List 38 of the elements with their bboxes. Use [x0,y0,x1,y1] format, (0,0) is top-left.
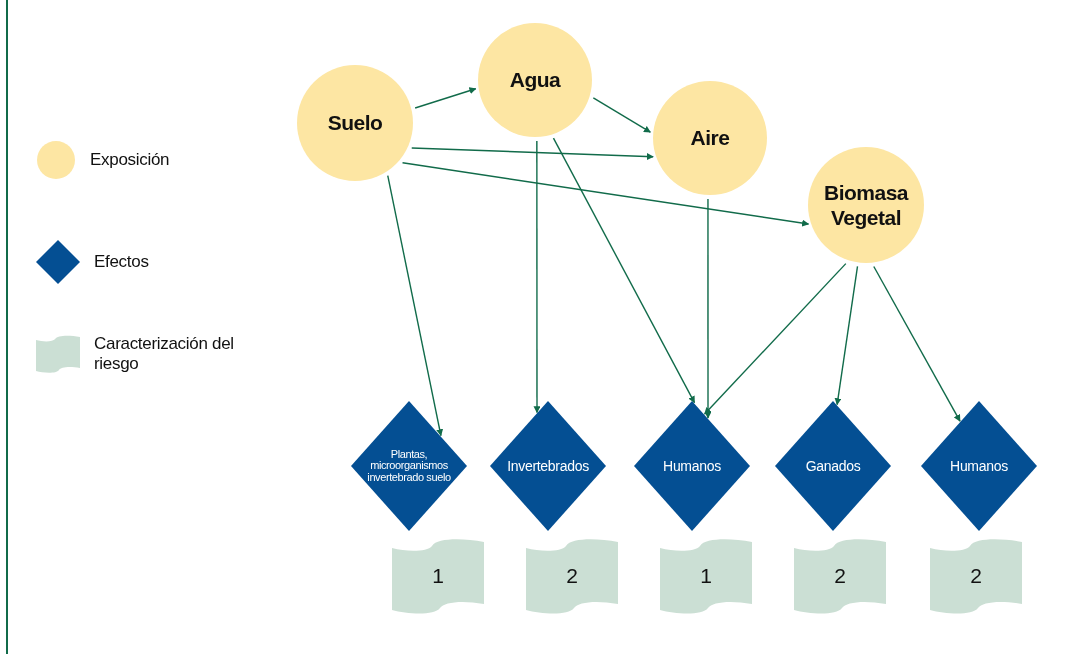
node-label: Humanos [949,457,1009,475]
arrow [414,87,477,109]
risk-number: 2 [566,564,578,588]
node-label: Suelo [326,110,384,136]
arrow [704,198,712,419]
risk-flag [526,538,618,614]
node-label: Plantas, microorganismos invertebrado suelo [366,448,452,484]
effect-diamond [490,401,606,531]
risk-number: 2 [834,564,846,588]
node-label: Aire [689,125,731,151]
arrow [703,262,847,415]
effect-diamond [775,401,891,531]
node-label: Biomasa Vegetal [822,179,910,231]
effect-diamond [921,401,1037,531]
risk-flag [930,538,1022,614]
node-label: Humanos [662,457,722,475]
node-label: Invertebrados [506,457,590,475]
node-label: Agua [508,67,562,93]
legend-label: Exposición [90,150,171,170]
node-label: Ganados [804,457,862,475]
arrow [533,140,541,414]
risk-flag [794,538,886,614]
arrow [834,265,859,406]
arrow [873,265,961,422]
risk-flag [392,538,484,614]
arrow [592,97,652,133]
legend-label: Caracterización del riesgo [94,334,234,374]
arrow [401,162,810,227]
risk-number: 1 [432,564,444,588]
effect-diamond [634,401,750,531]
effect-diamond [351,401,467,531]
arrow [552,137,696,404]
arrow [411,147,654,161]
risk-number: 1 [700,564,712,588]
arrow [387,174,444,437]
legend-label: Efectos [94,252,150,272]
risk-flag [660,538,752,614]
risk-number: 2 [970,564,982,588]
